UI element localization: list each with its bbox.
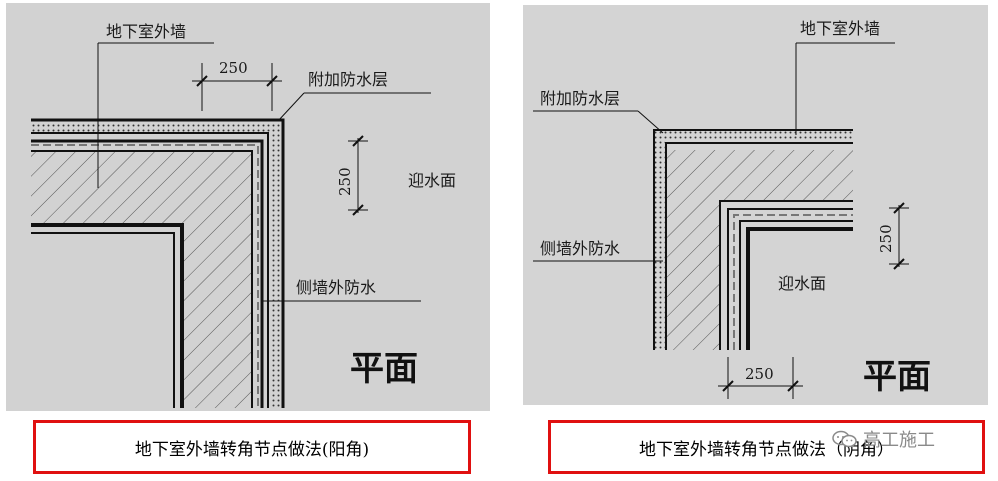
watermark: 高工施工 bbox=[832, 426, 935, 452]
left-water-face-label: 迎水面 bbox=[408, 171, 456, 190]
left-corner-drawing: 地下室外墙 250 附加防水层 250 迎水面 侧墙外防水 平面 bbox=[31, 22, 456, 408]
right-wall-label: 地下室外墙 bbox=[800, 19, 880, 38]
right-caption: 地下室外墙转角节点做法（阴角） bbox=[548, 420, 985, 474]
right-water-face-label: 迎水面 bbox=[778, 274, 826, 293]
right-side-wall-label: 侧墙外防水 bbox=[540, 239, 620, 258]
left-dim-top: 250 bbox=[219, 59, 248, 77]
left-caption: 地下室外墙转角节点做法(阳角) bbox=[33, 420, 471, 474]
right-corner-drawing: 地下室外墙 附加防水层 侧墙外防水 250 迎水面 250 平面 bbox=[533, 19, 931, 399]
left-detail-panel: 地下室外墙 250 附加防水层 250 迎水面 侧墙外防水 平面 bbox=[6, 3, 490, 411]
wechat-icon bbox=[832, 430, 857, 448]
wall-concrete bbox=[666, 150, 853, 350]
right-plan-label: 平面 bbox=[863, 357, 931, 397]
left-side-wall-label: 侧墙外防水 bbox=[296, 278, 376, 297]
left-extra-layer-label: 附加防水层 bbox=[308, 70, 388, 89]
right-dim-bottom: 250 bbox=[745, 365, 774, 383]
right-dim-side: 250 bbox=[877, 224, 895, 253]
left-wall-label: 地下室外墙 bbox=[106, 22, 186, 41]
right-extra-layer-label: 附加防水层 bbox=[540, 89, 620, 108]
wall-concrete bbox=[31, 151, 252, 408]
left-plan-label: 平面 bbox=[350, 349, 418, 389]
left-dim-side: 250 bbox=[336, 167, 354, 196]
right-detail-panel: 地下室外墙 附加防水层 侧墙外防水 250 迎水面 250 平面 bbox=[523, 5, 988, 405]
watermark-text: 高工施工 bbox=[863, 430, 935, 451]
